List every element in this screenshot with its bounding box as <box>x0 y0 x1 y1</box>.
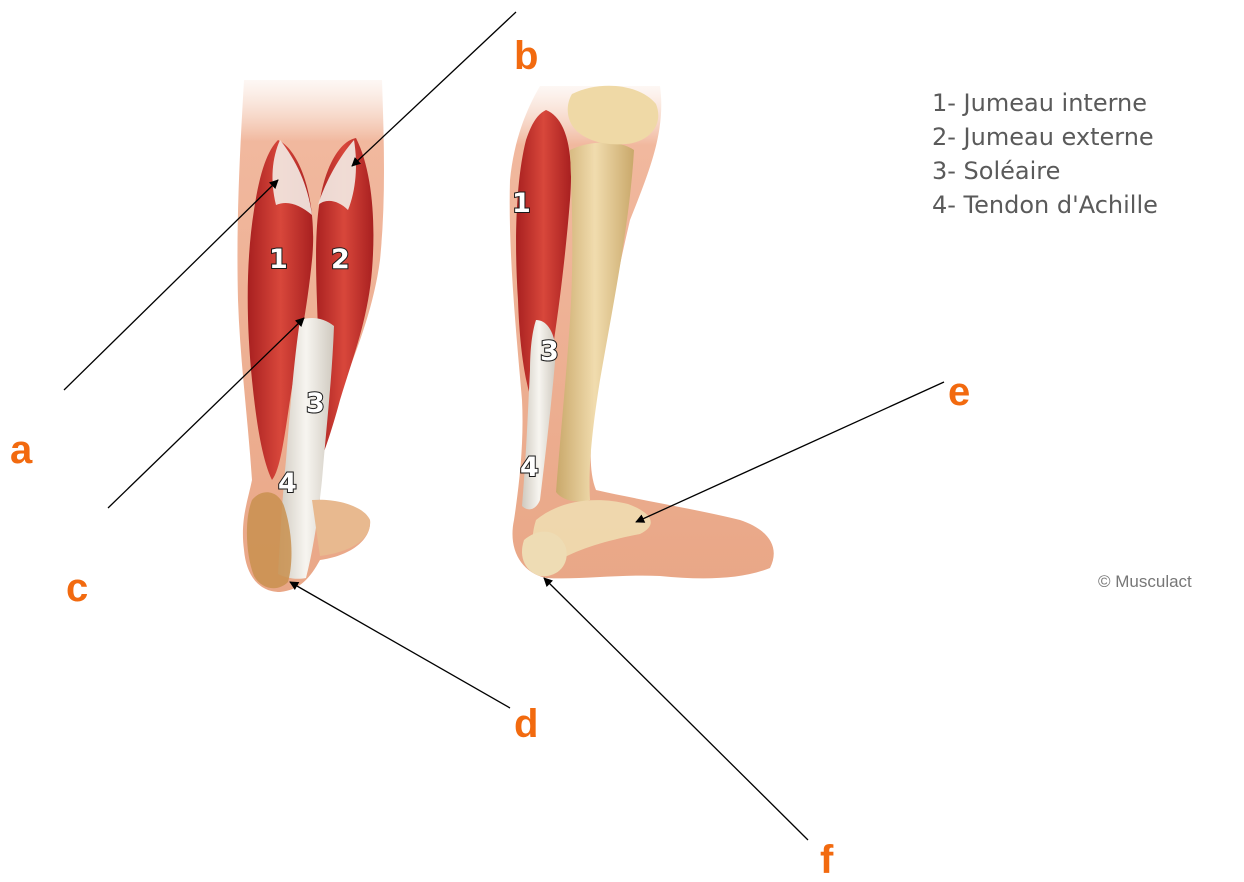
back-number-1: 1 <box>269 244 288 275</box>
side-number-3: 3 <box>540 336 559 367</box>
pointer-label-c: c <box>66 568 88 608</box>
side-view-leg <box>510 86 774 579</box>
pointer-label-d: d <box>514 704 538 744</box>
legend-item-1: 1- Jumeau interne <box>932 86 1158 120</box>
side-number-4: 4 <box>520 452 539 483</box>
pointer-line-d <box>290 582 510 708</box>
pointer-label-e: e <box>948 372 970 412</box>
back-number-4: 4 <box>278 468 297 499</box>
muscle-legend: 1- Jumeau interne 2- Jumeau externe 3- S… <box>932 86 1158 222</box>
side-number-1: 1 <box>512 188 531 219</box>
pointer-label-b: b <box>514 36 538 76</box>
legend-item-3: 3- Soléaire <box>932 154 1158 188</box>
legend-item-2: 2- Jumeau externe <box>932 120 1158 154</box>
legend-item-4: 4- Tendon d'Achille <box>932 188 1158 222</box>
back-number-2: 2 <box>331 244 350 275</box>
copyright-notice: © Musculact <box>1098 572 1192 592</box>
pointer-label-f: f <box>820 840 833 880</box>
pointer-line-f <box>544 578 808 840</box>
back-leg-foot <box>312 500 370 556</box>
pointer-label-a: a <box>10 430 32 470</box>
pointer-line-e <box>636 382 944 522</box>
pointer-lines <box>64 12 944 840</box>
back-number-3: 3 <box>306 388 325 419</box>
